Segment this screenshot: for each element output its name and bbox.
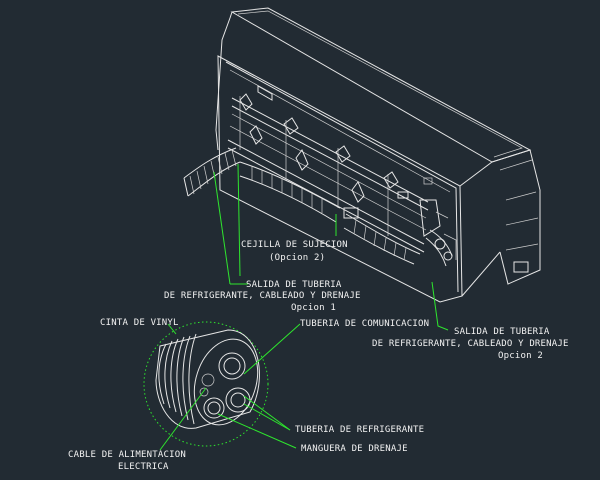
label-tuberia-comunicacion: TUBERIA DE COMUNICACION	[300, 319, 429, 329]
lower-corrugated-pipe	[239, 161, 341, 223]
label-cinta-vinyl: CINTA DE VINYL	[100, 318, 179, 328]
label-cejilla-line1: CEJILLA DE SUJECION	[241, 240, 348, 250]
label-cable-line2: ELECTRICA	[118, 462, 169, 472]
leader-lines	[159, 163, 449, 451]
mounting-rails	[227, 93, 429, 253]
label-cejilla-line2: (Opcion 2)	[269, 253, 325, 263]
bottom-corrugated-pipe	[343, 207, 421, 265]
label-tuberia-refrigerante: TUBERIA DE REFRIGERANTE	[295, 425, 424, 435]
label-cable-line1: CABLE DE ALIMENTACION	[68, 450, 186, 460]
cross-section-detail	[143, 321, 269, 447]
left-corrugated-pipe	[183, 147, 241, 197]
indoor-unit-body	[215, 7, 541, 303]
label-outlet-left-line2: DE REFRIGERANTE, CABLEADO Y DRENAJE	[164, 291, 361, 301]
label-outlet-right-line1: SALIDA DE TUBERIA	[454, 327, 550, 337]
label-manguera-drenaje: MANGUERA DE DRENAJE	[301, 444, 408, 454]
right-outlet-piping	[419, 199, 457, 267]
label-outlet-right-line3: Opcion 2	[498, 351, 543, 361]
label-outlet-left-line1: SALIDA DE TUBERIA	[246, 280, 342, 290]
labels: CEJILLA DE SUJECION (Opcion 2) SALIDA DE…	[68, 240, 569, 472]
label-outlet-left-line3: Opcion 1	[291, 303, 336, 313]
label-outlet-right-line2: DE REFRIGERANTE, CABLEADO Y DRENAJE	[372, 339, 569, 349]
